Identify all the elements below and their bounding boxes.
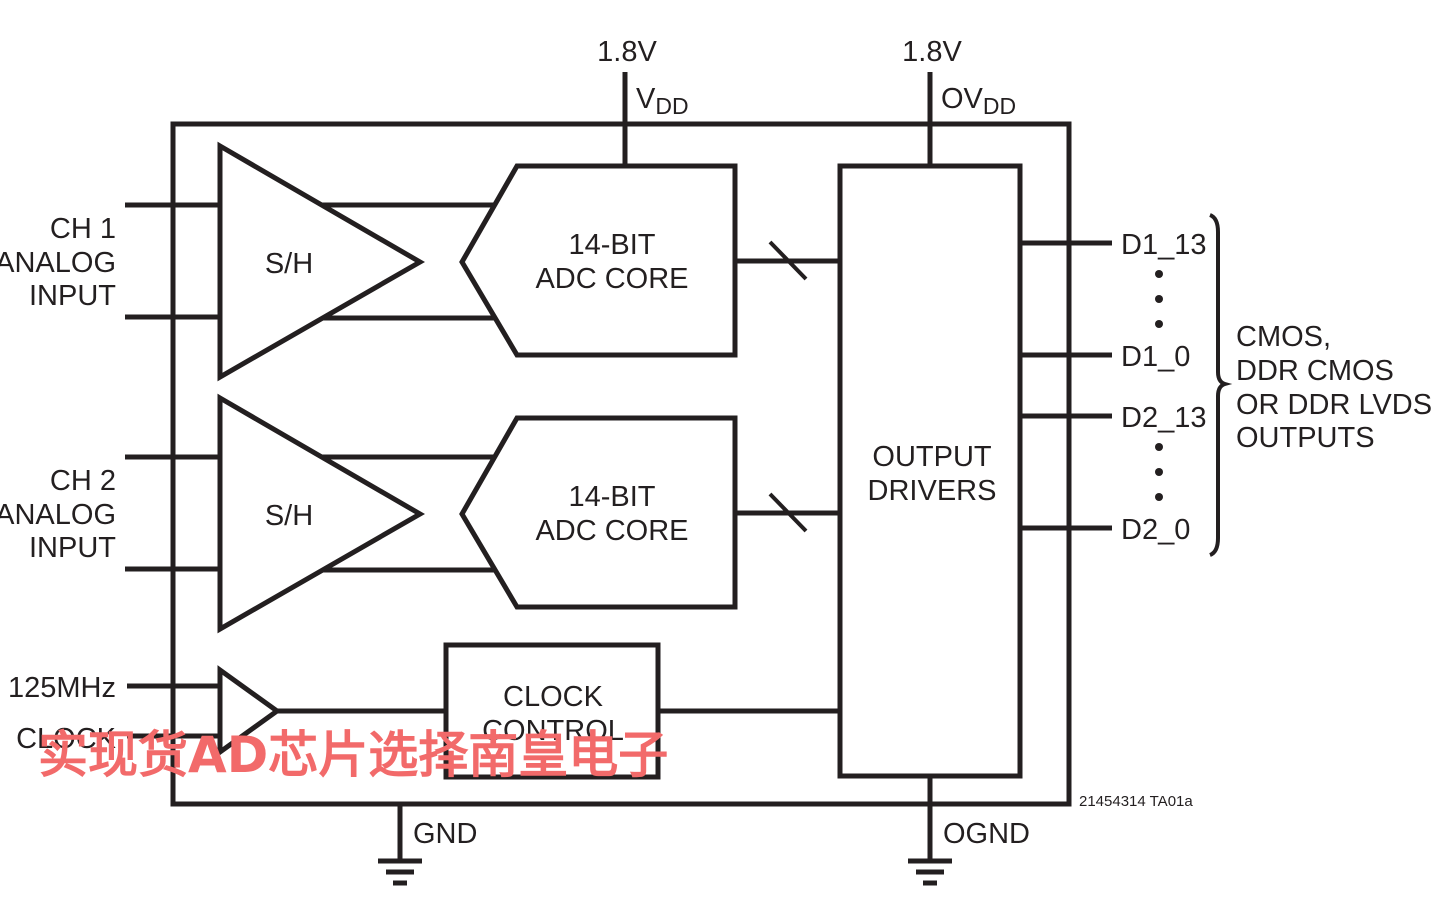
d2-13-label: D2_13 (1121, 402, 1206, 434)
figure-id: 21454314 TA01a (1079, 793, 1193, 810)
clock-control-label-line2: CONTROL (482, 715, 624, 747)
ch1-adc-label-line1: 14-BIT (568, 229, 655, 261)
ognd-label: OGND (943, 818, 1030, 850)
output-drivers-label-line1: OUTPUT (872, 441, 992, 473)
ch1-bus-slash (768, 240, 808, 281)
d2-ellipsis-dots (1155, 443, 1163, 501)
d2-0-label: D2_0 (1121, 514, 1190, 546)
ch2-bus-slash (768, 492, 808, 533)
vdd-voltage-label: 1.8V (597, 36, 657, 68)
ch1-adc-label-line2: ADC CORE (535, 263, 688, 295)
outputs-description-line3: OR DDR LVDS (1236, 389, 1432, 421)
clock-control-label-line1: CLOCK (503, 681, 604, 713)
ch1-label-line1: CH 1 (50, 213, 116, 245)
ch1-sample-hold-label: S/H (265, 248, 313, 280)
gnd-symbol (378, 858, 422, 886)
ovdd-label: OVDD (941, 83, 1016, 119)
d1-13-label: D1_13 (1121, 229, 1206, 261)
gnd-label: GND (413, 818, 477, 850)
outputs-description-line2: DDR CMOS (1236, 355, 1394, 387)
ch1-sample-hold-triangle (217, 141, 425, 382)
clock-input-label-line1: 125MHz (8, 672, 116, 704)
ch2-sample-hold-triangle (217, 393, 425, 634)
ch2-label-line3: INPUT (29, 532, 116, 564)
output-drivers-label-line2: DRIVERS (868, 475, 997, 507)
ch2-adc-label-line1: 14-BIT (568, 481, 655, 513)
clock-input-label-line2: CLOCK (16, 723, 117, 755)
d1-0-label: D1_0 (1121, 341, 1190, 373)
ch2-adc-label-line2: ADC CORE (535, 515, 688, 547)
ch2-label-line2: ANALOG (0, 499, 116, 531)
outputs-brace (1209, 213, 1233, 557)
ognd-symbol (908, 858, 952, 886)
chip-outline (170, 121, 1072, 807)
ch2-label-line1: CH 2 (50, 465, 116, 497)
ovdd-voltage-label: 1.8V (902, 36, 962, 68)
ch1-label-line2: ANALOG (0, 247, 116, 279)
ch2-sample-hold-label: S/H (265, 500, 313, 532)
vdd-label: VDD (636, 83, 689, 119)
ch1-adc-core-block (459, 163, 738, 358)
outputs-description-line4: OUTPUTS (1236, 422, 1375, 454)
clock-buffer-triangle (217, 665, 282, 757)
ch1-label-line3: INPUT (29, 280, 116, 312)
ch2-adc-core-block (459, 415, 738, 610)
watermark-text: 实现货AD芯片选择南皇电子 (38, 726, 668, 784)
outputs-description-line1: CMOS, (1236, 321, 1331, 353)
d1-ellipsis-dots (1155, 270, 1163, 328)
